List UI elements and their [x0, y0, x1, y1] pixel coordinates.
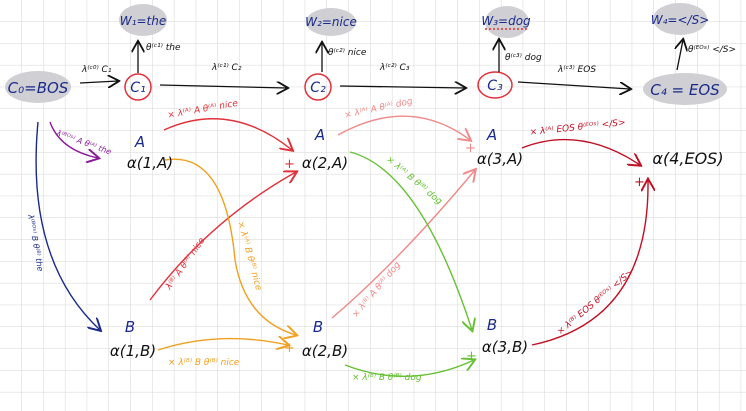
emission-arrow: [677, 40, 683, 71]
edge-label-b1-b2: × λ⁽ᴮ⁾ B θ⁽ᴮ⁾ nice: [168, 358, 240, 368]
word-highlight: [653, 3, 707, 35]
edge-a2-b3: [349, 151, 472, 330]
emission-label: θ⁽ᶜ¹⁾ the: [146, 43, 181, 53]
alpha-2-b: α(2,B): [302, 342, 348, 360]
chain-node-c4: C₄ = EOS: [650, 81, 720, 99]
state-label-b: B: [487, 316, 497, 334]
edge-b2-b3: [344, 360, 474, 377]
word-4: W₄=</S>: [651, 13, 710, 27]
word-highlight: [485, 6, 529, 38]
alpha-1-b: α(1,B): [110, 342, 156, 360]
alpha-3-b: α(3,B): [482, 338, 528, 356]
transition-arrow: [79, 81, 118, 83]
plus-sign: +: [284, 157, 295, 172]
transition-label: λ⁽ᶜ¹⁾ C₂: [211, 63, 242, 73]
emission-label: θ⁽ᴱᴼˢ⁾ </S>: [688, 45, 736, 55]
plus-sign: +: [634, 175, 645, 190]
edge-a1-a2: [163, 118, 292, 150]
alpha-1-a: α(1,A): [127, 154, 173, 172]
edge-a3-eos: [521, 138, 640, 165]
alpha-3-a: α(3,A): [477, 150, 523, 168]
state-label-b: B: [125, 318, 135, 336]
chain-node-c2-circle: [304, 73, 332, 101]
state-label-a: A: [486, 126, 497, 144]
plus-sign: +: [465, 141, 476, 156]
word-2: W₂=nice: [305, 15, 357, 29]
alpha-2-a: α(2,A): [302, 154, 348, 172]
transition-arrow: [339, 86, 465, 88]
edge-bos-b1: [35, 121, 100, 330]
chain-node-c2: C₂: [310, 80, 326, 96]
edge-bos-a1: [49, 121, 98, 158]
word-highlight: [119, 4, 167, 36]
plus-sign: +: [284, 341, 295, 356]
transition-arrow: [517, 81, 630, 89]
emission-label: θ⁽ᶜ³⁾ dog: [505, 53, 542, 63]
edge-b1-b2: [157, 339, 288, 351]
alpha-4-eos: α(4,EOS): [652, 149, 723, 168]
eos-highlight: [643, 73, 727, 105]
emission-label: θ⁽ᶜ²⁾ nice: [328, 48, 367, 58]
edge-b2-a3: [331, 170, 475, 319]
plus-sign: +: [466, 349, 477, 364]
transition-label: λ⁽ᶜ⁰⁾ C₁: [81, 65, 112, 75]
chain-node-c3-circle: [477, 71, 513, 99]
word-1: W₁=the: [120, 14, 166, 28]
transition-label: λ⁽ᶜ³⁾ EOS: [557, 65, 596, 75]
edge-b3-eos: [531, 180, 648, 346]
chain-node-c1-circle: [124, 73, 152, 101]
edge-label-b2-b3: × λ⁽ᴮ⁾ B θ⁽ᴮ⁾ dog: [352, 373, 422, 383]
edge-b1-a2: [149, 172, 296, 301]
bos-highlight: [5, 71, 71, 103]
word-3: W₃=dog: [481, 14, 531, 28]
word-highlight: [306, 8, 356, 36]
state-label-a: A: [134, 133, 145, 151]
chain-node-c0: C₀=BOS: [8, 79, 69, 97]
chain-node-c1: C₁: [130, 80, 145, 96]
chain-node-c3: C₃: [487, 78, 503, 94]
state-label-b: B: [313, 318, 323, 336]
edge-a2-a3: [337, 115, 470, 140]
state-label-a: A: [314, 126, 325, 144]
transition-arrow: [159, 85, 287, 88]
transition-label: λ⁽ᶜ²⁾ C₃: [379, 63, 410, 73]
edge-a1-b2: [164, 158, 296, 335]
